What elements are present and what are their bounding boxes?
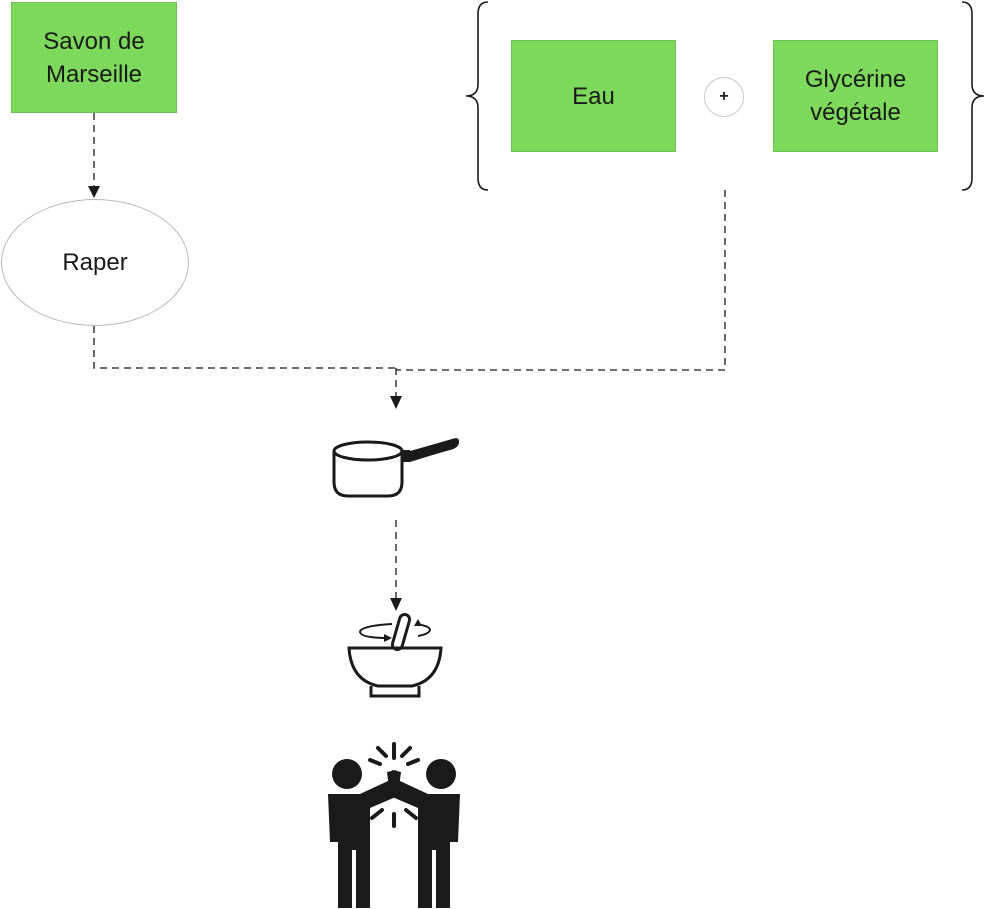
raper-node: Raper <box>1 199 189 326</box>
eau-node: Eau <box>511 40 676 152</box>
mixing-bowl-icon <box>347 613 443 698</box>
arrow-head-saucepan <box>390 396 402 409</box>
savon-label-line1: Savon de <box>43 27 145 55</box>
arrow-head-bowl <box>390 598 402 611</box>
arrow-head-raper <box>88 186 100 198</box>
high-five-icon <box>328 742 460 908</box>
raper-label: Raper <box>62 249 128 276</box>
saucepan-icon <box>332 438 460 498</box>
right-brace <box>961 1 985 191</box>
glycerine-label-line2: végétale <box>810 99 901 126</box>
plus-operator: + <box>704 77 744 117</box>
connector-raper-merge <box>93 326 396 369</box>
savon-de-marseille-node: Savon de Marseille <box>11 2 177 113</box>
savon-label-line2: Marseille <box>45 60 142 88</box>
glycerine-vegetale-node: Glycérine végétale <box>773 40 938 152</box>
eau-label: Eau <box>572 82 615 110</box>
connector-ingredients-merge <box>396 190 726 371</box>
glycerine-label-line1: Glycérine <box>804 66 907 93</box>
left-brace <box>465 1 489 191</box>
plus-label: + <box>719 88 729 105</box>
